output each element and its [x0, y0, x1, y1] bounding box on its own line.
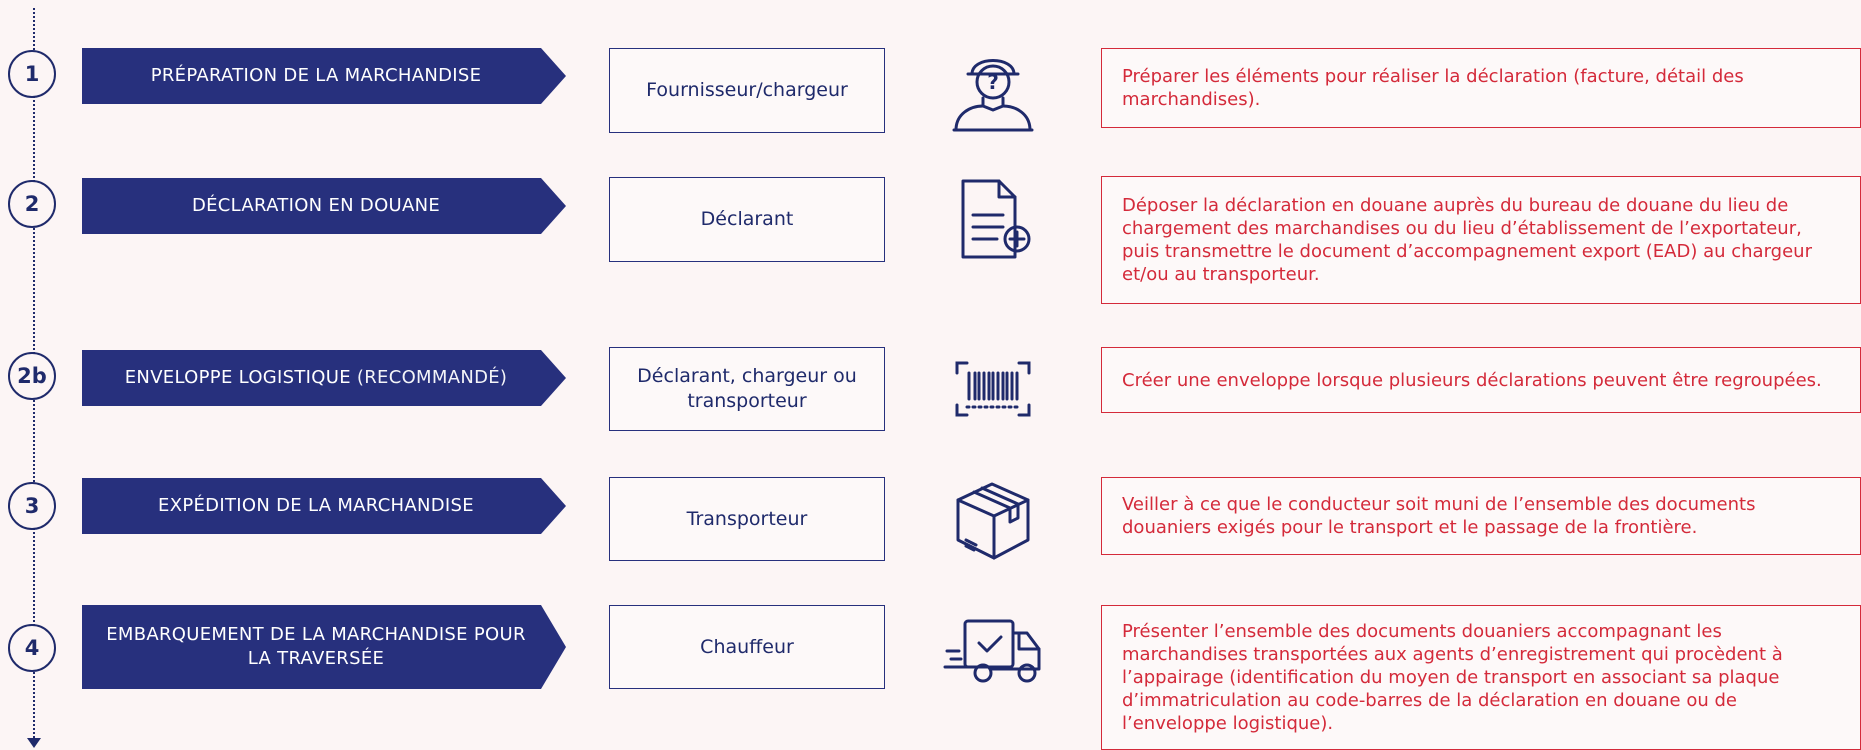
step-title-banner: ENVELOPPE LOGISTIQUE (RECOMMANDÉ)	[82, 350, 566, 406]
document-add-icon	[938, 174, 1048, 264]
step-title: EMBARQUEMENT DE LA MARCHANDISE POUR LA T…	[106, 624, 526, 669]
step-title-banner: EMBARQUEMENT DE LA MARCHANDISE POUR LA T…	[82, 605, 566, 689]
step-title: ENVELOPPE LOGISTIQUE (RECOMMANDÉ)	[124, 367, 508, 388]
actor-box: Chauffeur	[609, 605, 885, 689]
step-title: PRÉPARATION DE LA MARCHANDISE	[150, 65, 482, 86]
actor-box: Déclarant, chargeur ou transporteur	[609, 347, 885, 431]
actor-box: Déclarant	[609, 177, 885, 262]
svg-text:?: ?	[987, 70, 999, 94]
step-title: EXPÉDITION DE LA MARCHANDISE	[158, 495, 474, 516]
step-description: Préparer les éléments pour réaliser la d…	[1101, 48, 1861, 128]
actor-box: Transporteur	[609, 477, 885, 561]
step-number-circle: 1	[8, 50, 56, 98]
step-title-banner: PRÉPARATION DE LA MARCHANDISE	[82, 48, 566, 104]
package-icon	[938, 474, 1048, 564]
step-description: Présenter l’ensemble des documents douan…	[1101, 605, 1861, 750]
timeline-arrow-icon	[27, 738, 41, 748]
step-title: DÉCLARATION EN DOUANE	[191, 195, 441, 216]
step-description: Veiller à ce que le conducteur soit muni…	[1101, 477, 1861, 555]
user-question-icon: ?	[938, 44, 1048, 134]
step-title-banner: EXPÉDITION DE LA MARCHANDISE	[82, 478, 566, 534]
step-number-circle: 4	[8, 624, 56, 672]
barcode-icon	[938, 344, 1048, 434]
step-description: Déposer la déclaration en douane auprès …	[1101, 176, 1861, 304]
step-number-circle: 3	[8, 482, 56, 530]
actor-box: Fournisseur/chargeur	[609, 48, 885, 133]
step-description: Créer une enveloppe lorsque plusieurs dé…	[1101, 347, 1861, 413]
delivery-truck-icon	[938, 604, 1048, 694]
step-number-circle: 2b	[8, 352, 56, 400]
step-number-circle: 2	[8, 180, 56, 228]
step-title-banner: DÉCLARATION EN DOUANE	[82, 178, 566, 234]
